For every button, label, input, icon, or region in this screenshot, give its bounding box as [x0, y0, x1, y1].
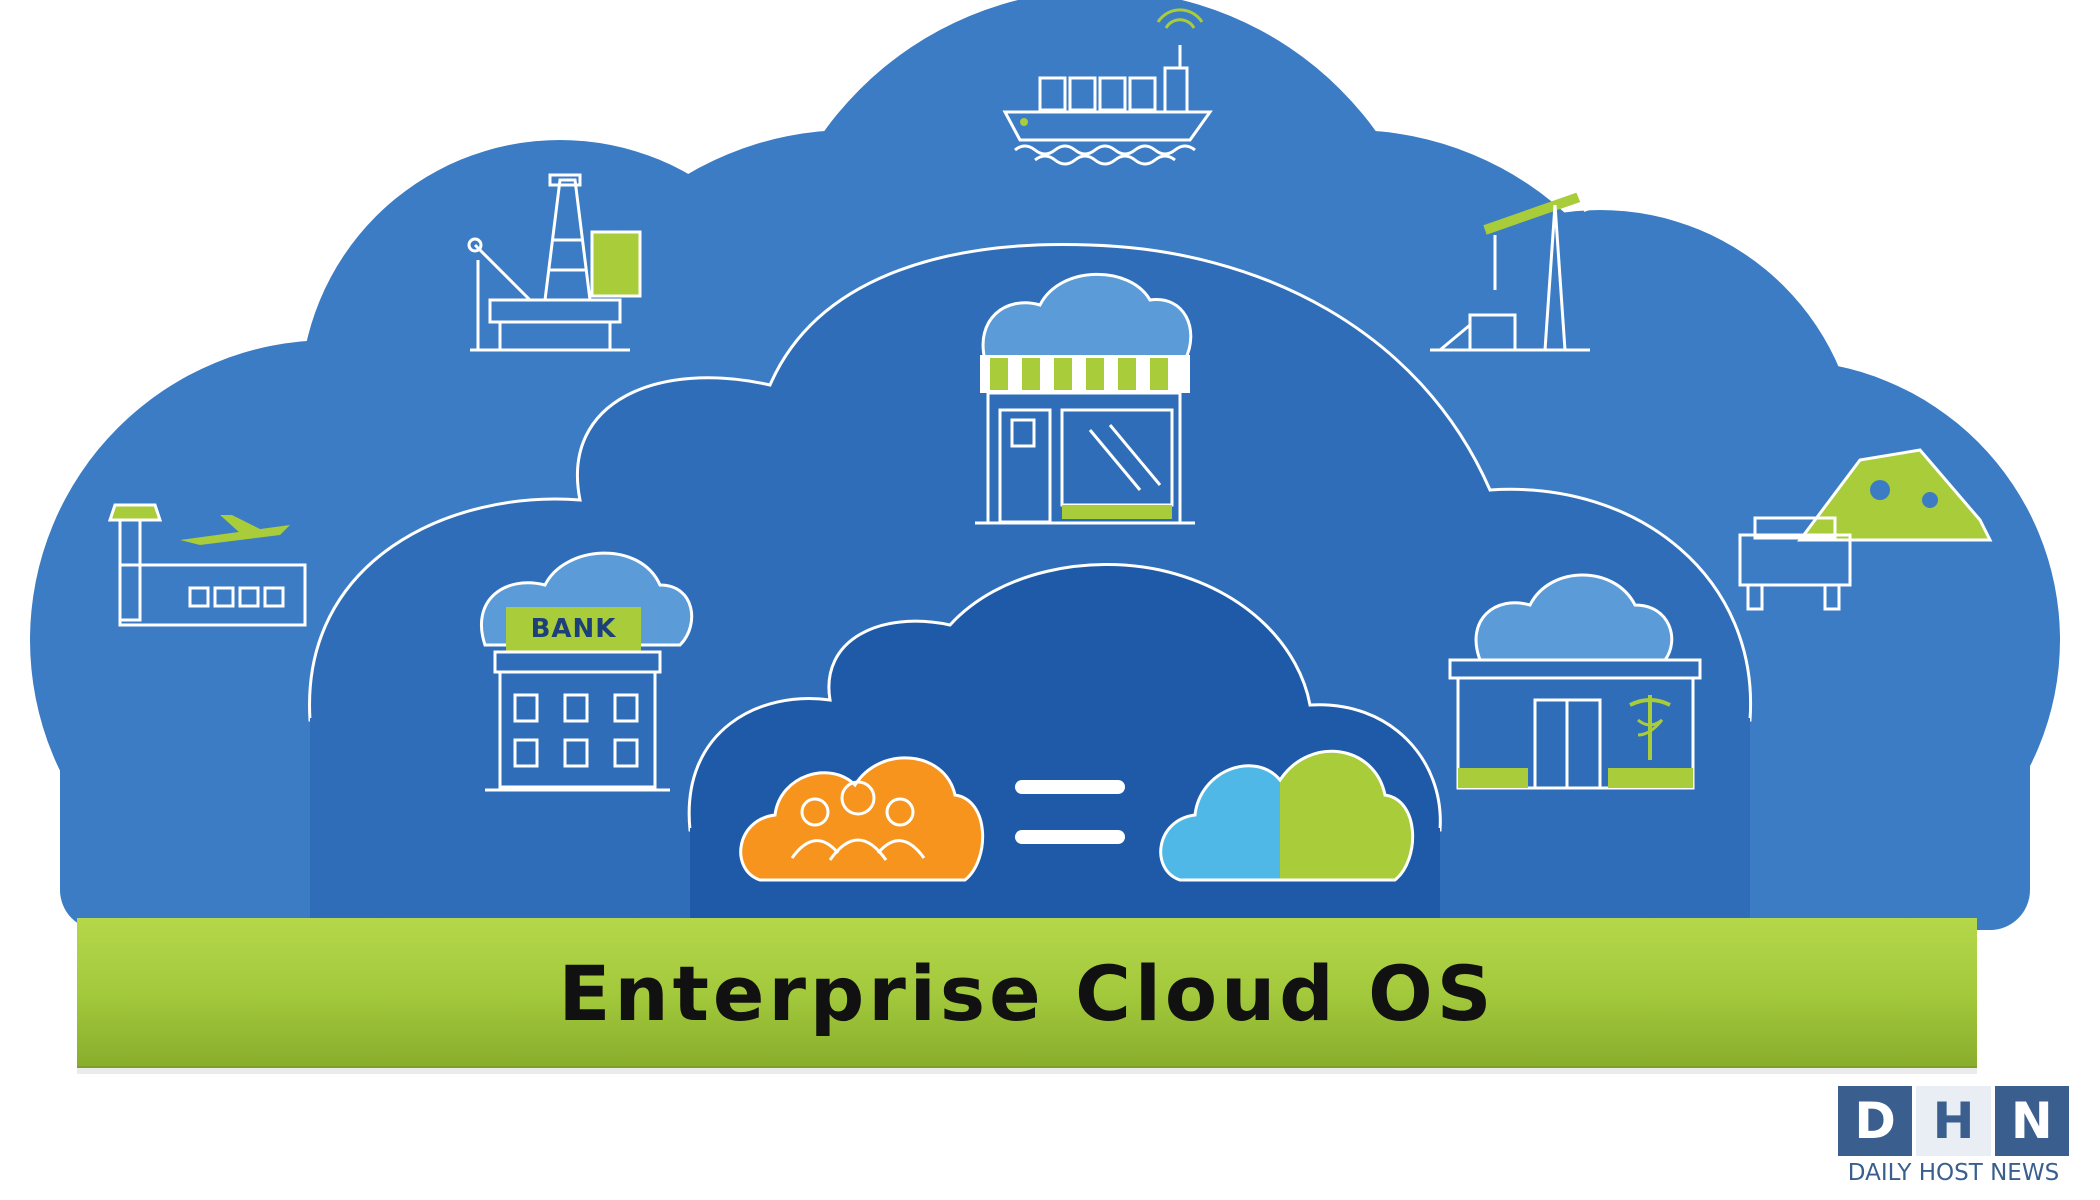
storefront-icon	[975, 272, 1195, 525]
oil-rig-icon	[467, 173, 642, 352]
split-cloud-icon	[1159, 749, 1415, 882]
logo-caption: DAILY HOST NEWS	[1847, 1160, 2060, 1186]
dhn-logo: D H N DAILY HOST NEWS	[1830, 1080, 2077, 1196]
pumpjack-icon	[1430, 181, 1602, 352]
military-tent-icon	[1738, 448, 1993, 611]
team-cloud-icon	[739, 756, 985, 882]
airport-icon	[107, 503, 307, 627]
cargo-ship-icon	[1002, 8, 1213, 166]
logo-letters: D H N	[1838, 1086, 2069, 1156]
logo-letter-h: H	[1916, 1086, 1991, 1156]
equals-icon	[1015, 780, 1125, 844]
enterprise-banner	[77, 918, 1977, 1074]
bank-icon	[479, 551, 694, 792]
pharmacy-icon	[1448, 573, 1702, 790]
bank-sign: BANK	[530, 614, 617, 644]
logo-letter-n: N	[1994, 1086, 2069, 1156]
logo-letter-d: D	[1838, 1086, 1913, 1156]
